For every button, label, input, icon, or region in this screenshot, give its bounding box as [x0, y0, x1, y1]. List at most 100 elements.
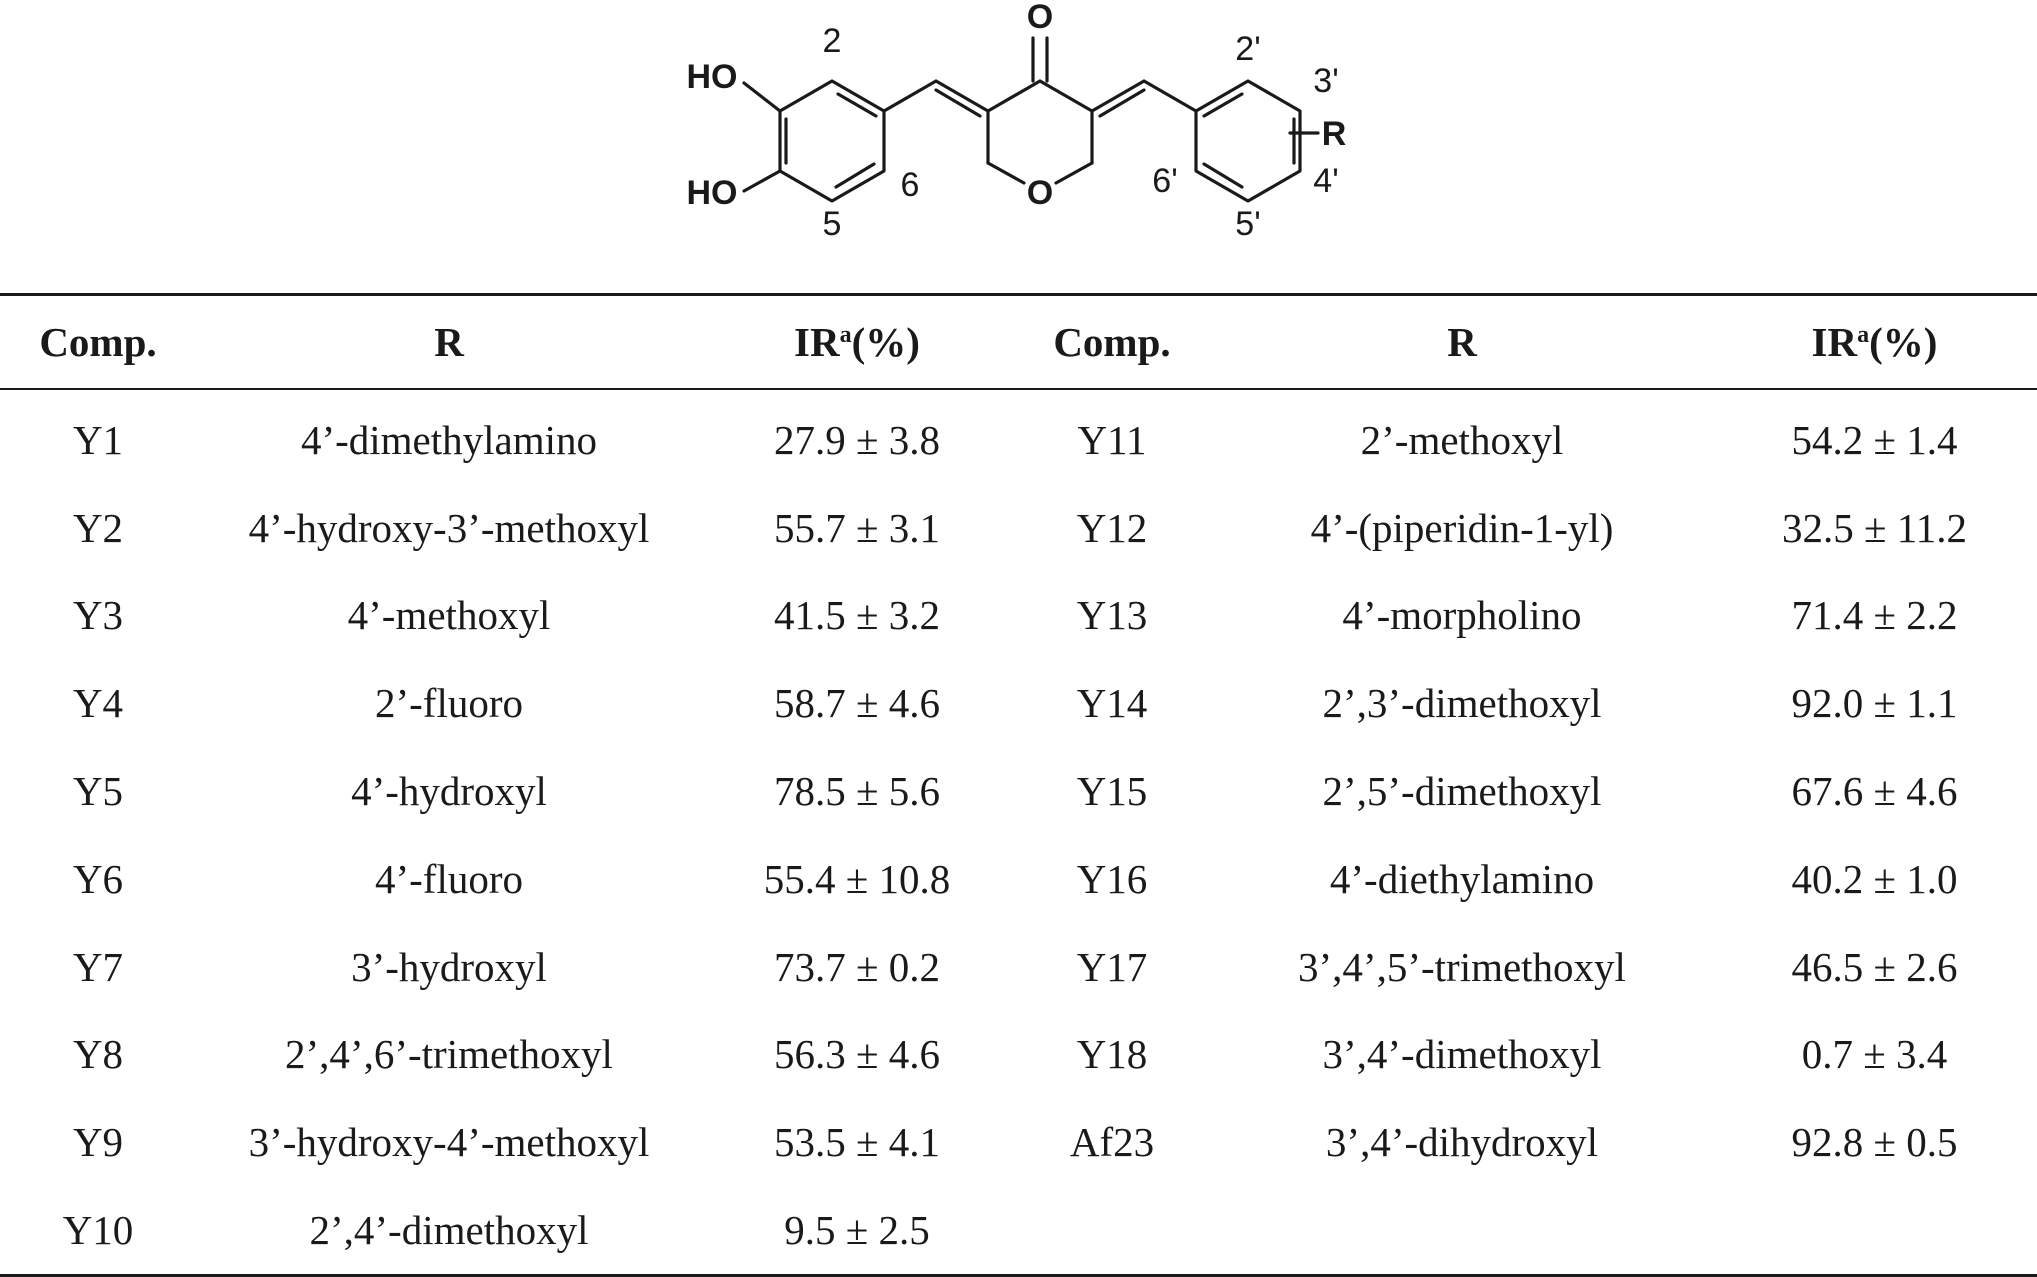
header-comp-left: Comp.: [39, 319, 157, 365]
compound-id: Y5: [72, 768, 124, 815]
results-table-container: Comp. R IRa(%) Comp. R IRa(%) Y1 4’-dime…: [0, 293, 2037, 1277]
compound-id: Y4: [72, 680, 124, 727]
ir-footnote-mark: a: [1857, 322, 1870, 348]
table-row: Y10 2’,4’-dimethoxyl 9.5 ± 2.5: [0, 1186, 2037, 1276]
inhibition-rate: 53.5 ± 4.1: [773, 1119, 940, 1166]
position-2: 2: [823, 22, 842, 60]
ir-label: IR: [1811, 319, 1858, 365]
table-header: Comp. R IRa(%) Comp. R IRa(%): [0, 294, 2037, 390]
table-row: Y1 4’-dimethylamino 27.9 ± 3.8 Y11 2’-me…: [0, 389, 2037, 484]
position-6-prime: 6': [1152, 162, 1177, 200]
structure-drawing: O O HO HO R 2 6 5 2' 3' 4' 5' 6': [687, 0, 1347, 243]
substituent-r: 3’-hydroxy-4’-methoxyl: [248, 1119, 650, 1166]
table-body: Y1 4’-dimethylamino 27.9 ± 3.8 Y11 2’-me…: [0, 389, 2037, 1276]
carbonyl-oxygen: O: [1027, 0, 1053, 36]
compound-id: Y15: [1076, 768, 1148, 815]
inhibition-rate: 56.3 ± 4.6: [773, 1031, 940, 1078]
inhibition-rate: [1712, 1186, 2037, 1275]
compound-id: Y18: [1076, 1031, 1148, 1078]
compound-id: Y13: [1076, 592, 1148, 639]
compound-id: [1012, 1186, 1212, 1275]
hydroxyl-label-top: HO: [687, 58, 738, 96]
substituent-r: 2’,5’-dimethoxyl: [1322, 768, 1602, 815]
table-row: Y4 2’-fluoro 58.7 ± 4.6 Y14 2’,3’-dimeth…: [0, 659, 2037, 747]
ir-label: IR: [794, 319, 840, 365]
substituent-r: 3’,4’,5’-trimethoxyl: [1298, 943, 1626, 990]
position-5-prime: 5': [1235, 205, 1260, 243]
inhibition-rate: 71.4 ± 2.2: [1791, 592, 1958, 639]
ir-unit: (%): [1869, 319, 1938, 365]
chemical-structure: O O HO HO R 2 6 5 2' 3' 4' 5' 6': [0, 0, 2037, 285]
inhibition-rate: 67.6 ± 4.6: [1791, 768, 1958, 815]
ir-unit: (%): [851, 319, 920, 365]
compound-id: Y8: [72, 1031, 124, 1078]
substituent-r: 4’-methoxyl: [347, 592, 551, 639]
structure-bonds: [742, 36, 1320, 203]
substituent-r: 3’-hydroxyl: [351, 943, 547, 990]
table-row: Y8 2’,4’,6’-trimethoxyl 56.3 ± 4.6 Y18 3…: [0, 1011, 2037, 1099]
substituent-r: [1212, 1186, 1712, 1275]
compound-id: Y17: [1076, 943, 1148, 990]
header-comp-right: Comp.: [1053, 319, 1171, 365]
r-substituent-label: R: [1322, 115, 1347, 153]
substituent-r: 2’,4’,6’-trimethoxyl: [285, 1031, 613, 1078]
table-row: Y9 3’-hydroxy-4’-methoxyl 53.5 ± 4.1 Af2…: [0, 1098, 2037, 1186]
substituent-r: 4’-diethylamino: [1329, 855, 1595, 902]
substituent-r: 4’-(piperidin-1-yl): [1310, 504, 1614, 551]
substituent-r: 2’-fluoro: [374, 680, 523, 727]
substituent-r: 4’-morpholino: [1342, 592, 1582, 639]
substituent-r: 4’-hydroxyl: [351, 768, 547, 815]
table-row: Y7 3’-hydroxyl 73.7 ± 0.2 Y17 3’,4’,5’-t…: [0, 923, 2037, 1011]
table-row: Y2 4’-hydroxy-3’-methoxyl 55.7 ± 3.1 Y12…: [0, 484, 2037, 572]
substituent-r: 4’-dimethylamino: [300, 416, 598, 463]
compound-id: Af23: [1069, 1119, 1155, 1166]
position-3-prime: 3': [1313, 62, 1338, 100]
compound-id: Y1: [72, 416, 124, 463]
table-row: Y5 4’-hydroxyl 78.5 ± 5.6 Y15 2’,5’-dime…: [0, 747, 2037, 835]
compound-id: Y2: [72, 504, 124, 551]
inhibition-rate: 92.0 ± 1.1: [1791, 680, 1958, 727]
position-6: 6: [901, 166, 920, 204]
inhibition-rate: 46.5 ± 2.6: [1791, 943, 1958, 990]
position-5: 5: [823, 205, 842, 243]
substituent-r: 2’-methoxyl: [1360, 416, 1564, 463]
inhibition-rate: 55.7 ± 3.1: [773, 504, 940, 551]
substituent-r: 4’-fluoro: [374, 855, 523, 902]
inhibition-rate: 54.2 ± 1.4: [1791, 416, 1958, 463]
compound-id: Y3: [72, 592, 124, 639]
header-r-right: R: [1447, 319, 1477, 365]
substituent-r: 2’,3’-dimethoxyl: [1322, 680, 1602, 727]
inhibition-rate: 27.9 ± 3.8: [773, 416, 940, 463]
substituent-r: 3’,4’-dihydroxyl: [1325, 1119, 1599, 1166]
inhibition-rate: 0.7 ± 3.4: [1801, 1031, 1948, 1078]
inhibition-rate: 9.5 ± 2.5: [784, 1207, 930, 1254]
inhibition-rate: 73.7 ± 0.2: [773, 943, 940, 990]
compound-id: Y16: [1076, 855, 1148, 902]
table-row: Y6 4’-fluoro 55.4 ± 10.8 Y16 4’-diethyla…: [0, 835, 2037, 923]
hydroxyl-label-bottom: HO: [687, 174, 738, 212]
inhibition-rate: 40.2 ± 1.0: [1791, 855, 1958, 902]
substituent-r: 4’-hydroxy-3’-methoxyl: [248, 504, 650, 551]
ring-oxygen: O: [1027, 174, 1053, 212]
inhibition-rate: 41.5 ± 3.2: [773, 592, 940, 639]
compound-id: Y14: [1076, 680, 1148, 727]
substituent-r: 3’,4’-dimethoxyl: [1322, 1031, 1602, 1078]
position-2-prime: 2': [1235, 30, 1260, 68]
compound-id: Y10: [62, 1207, 134, 1254]
table-row: Y3 4’-methoxyl 41.5 ± 3.2 Y13 4’-morphol…: [0, 572, 2037, 660]
header-ir-left: IRa(%): [702, 295, 1012, 390]
inhibition-rate-table: Comp. R IRa(%) Comp. R IRa(%) Y1 4’-dime…: [0, 293, 2037, 1277]
compound-id: Y12: [1076, 504, 1148, 551]
substituent-r: 2’,4’-dimethoxyl: [309, 1207, 589, 1254]
inhibition-rate: 92.8 ± 0.5: [1791, 1119, 1958, 1166]
inhibition-rate: 32.5 ± 11.2: [1782, 504, 1967, 551]
inhibition-rate: 58.7 ± 4.6: [773, 680, 940, 727]
header-ir-right: IRa(%): [1712, 295, 2037, 390]
compound-id: Y9: [72, 1119, 124, 1166]
inhibition-rate: 55.4 ± 10.8: [763, 855, 951, 902]
header-r-left: R: [434, 319, 464, 365]
compound-id: Y7: [72, 943, 124, 990]
inhibition-rate: 78.5 ± 5.6: [773, 768, 940, 815]
header-row: Comp. R IRa(%) Comp. R IRa(%): [0, 294, 2037, 390]
position-4-prime: 4': [1313, 162, 1338, 200]
